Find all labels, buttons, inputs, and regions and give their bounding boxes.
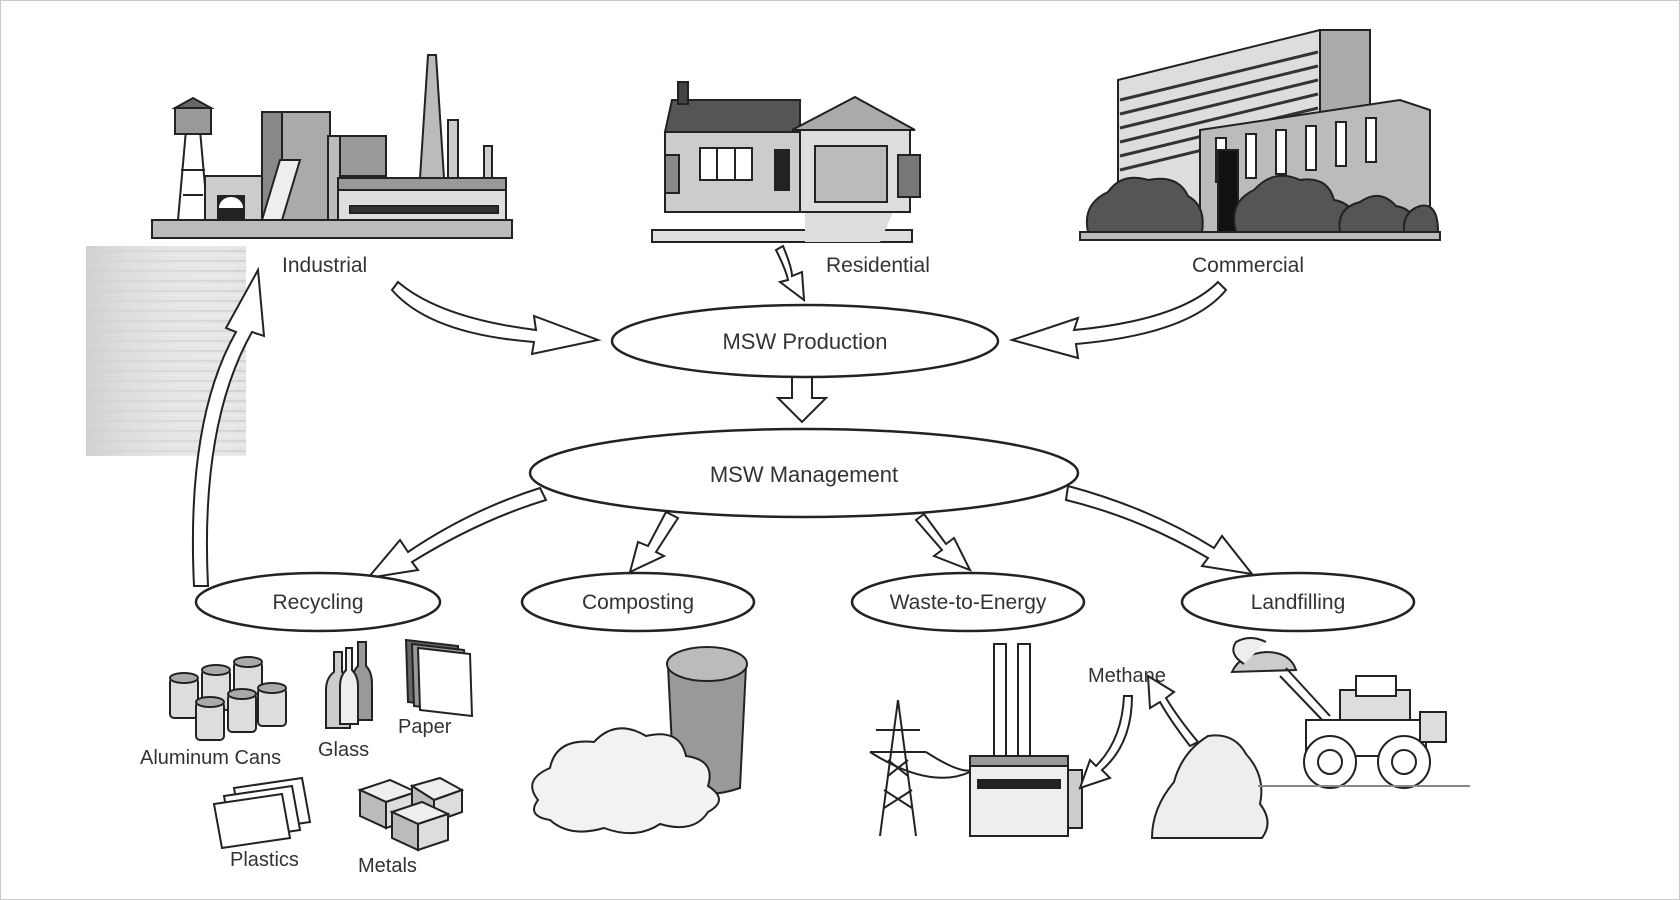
arrow-recycling-to-industrial — [191, 266, 266, 587]
msw-production-label: MSW Production — [722, 329, 887, 354]
landfilling-node: Landfilling — [1180, 571, 1416, 633]
office-building-icon — [1079, 28, 1441, 241]
paper-label: Paper — [398, 716, 452, 738]
bulldozer-icon — [1146, 637, 1470, 839]
arrow-management-to-landfilling — [1064, 484, 1255, 576]
methane-label: Methane — [1088, 665, 1166, 687]
arrow-management-to-waste-to-energy — [914, 512, 973, 572]
arrow-industrial-to-production — [390, 280, 602, 356]
landfilling-label: Landfilling — [1251, 591, 1346, 614]
glass-label: Glass — [318, 739, 369, 761]
glass-bottles-icon — [325, 641, 373, 729]
aluminum-cans-icon — [169, 656, 287, 741]
plastics-label: Plastics — [230, 849, 299, 871]
arrow-management-to-recycling — [365, 486, 548, 580]
factory-icon — [151, 54, 513, 239]
arrow-residential-to-production — [774, 244, 806, 303]
composting-label: Composting — [582, 591, 694, 614]
msw-production-node: MSW Production — [610, 303, 1000, 379]
commercial-label: Commercial — [1192, 254, 1304, 277]
arrow-methane-to-plant — [1078, 695, 1134, 790]
waste-to-energy-label: Waste-to-Energy — [890, 591, 1047, 614]
power-plant-icon — [869, 643, 1083, 837]
arrow-production-to-management — [775, 375, 829, 424]
arrow-management-to-composting — [628, 510, 680, 574]
aluminum-cans-label: Aluminum Cans — [140, 747, 281, 769]
metals-label: Metals — [358, 855, 417, 877]
recycling-label: Recycling — [272, 591, 363, 614]
residential-label: Residential — [826, 254, 930, 277]
house-icon — [651, 81, 921, 243]
industrial-label: Industrial — [282, 254, 367, 277]
arrow-commercial-to-production — [1008, 280, 1228, 360]
msw-management-node: MSW Management — [528, 427, 1080, 519]
metal-blocks-icon — [357, 776, 465, 852]
msw-management-label: MSW Management — [710, 462, 898, 487]
paper-stack-icon — [404, 638, 474, 718]
recycling-node: Recycling — [194, 571, 442, 633]
composting-node: Composting — [520, 571, 756, 633]
compost-bin-icon — [531, 646, 748, 835]
plastics-icon — [212, 776, 312, 850]
waste-to-energy-node: Waste-to-Energy — [850, 571, 1086, 633]
